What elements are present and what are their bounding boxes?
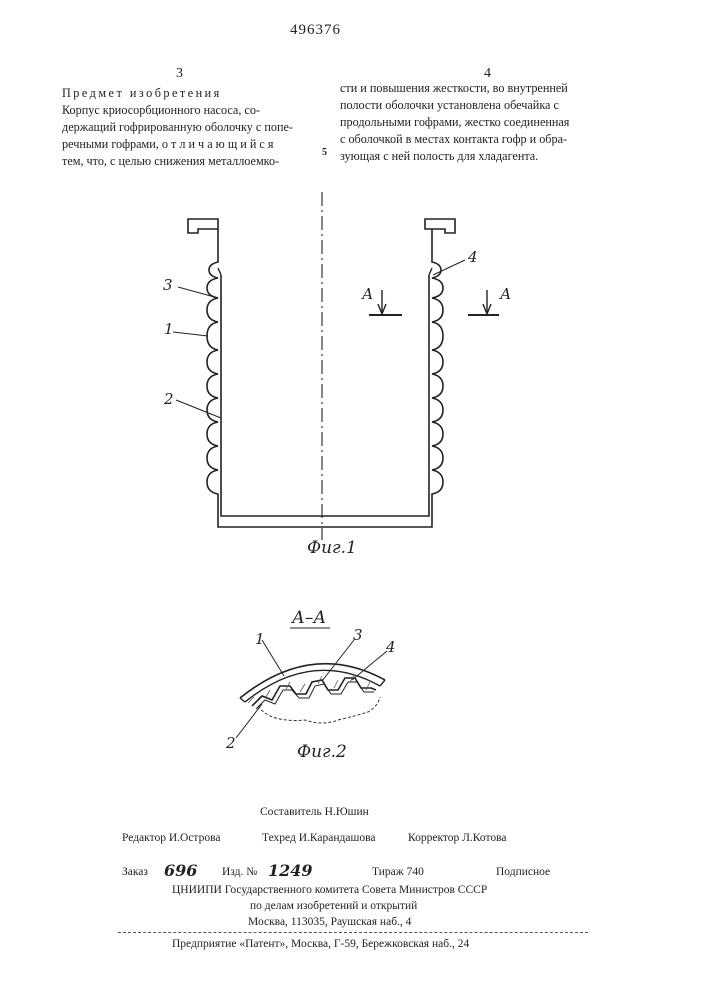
fig2-callout-4: 4 — [386, 638, 396, 656]
izd-label: Изд. № — [222, 866, 257, 878]
footer-divider — [118, 932, 588, 933]
podpisnoe: Подписное — [496, 866, 550, 878]
address: Москва, 113035, Раушская наб., 4 — [248, 916, 411, 928]
order-label: Заказ — [122, 866, 148, 878]
fig2-callout-2: 2 — [226, 734, 236, 752]
figure-2-title: А–А — [292, 608, 326, 628]
order-number: 696 — [164, 861, 197, 880]
tirazh: Тираж 740 — [372, 866, 424, 878]
fig2-callout-1: 1 — [255, 630, 265, 648]
techred: Техред И.Карандашова — [262, 832, 375, 844]
enterprise: Предприятие «Патент», Москва, Г-59, Бере… — [172, 938, 469, 950]
izd-number: 1249 — [268, 861, 313, 880]
figure-2-caption: Фиг.2 — [297, 742, 347, 762]
corrector: Корректор Л.Котова — [408, 832, 507, 844]
org-line-1: ЦНИИПИ Государственного комитета Совета … — [172, 884, 487, 896]
editor: Редактор И.Острова — [122, 832, 220, 844]
compiler: Составитель Н.Юшин — [260, 806, 369, 818]
org-line-2: по делам изобретений и открытий — [250, 900, 417, 912]
fig2-callout-3: 3 — [353, 626, 363, 644]
